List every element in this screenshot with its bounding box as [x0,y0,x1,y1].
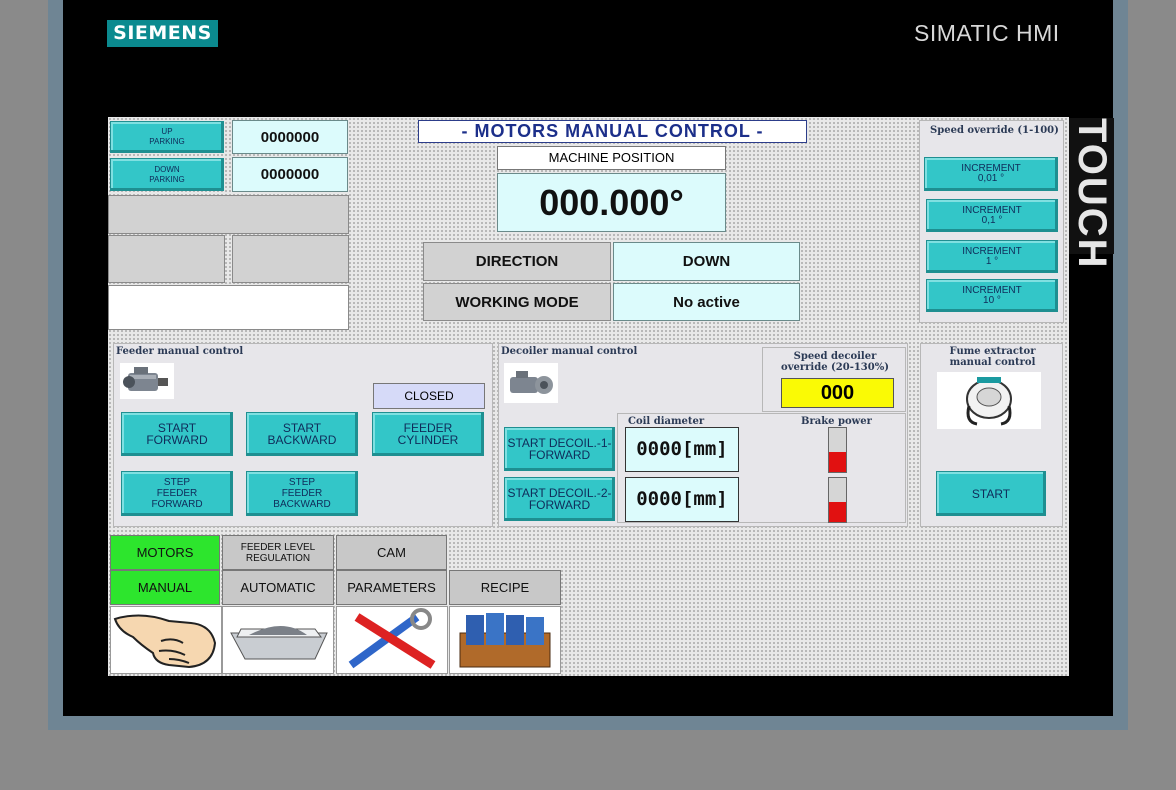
direction-label: DIRECTION [423,242,611,281]
cylinder-status: CLOSED [373,383,485,409]
nav-recipe[interactable]: RECIPE [449,570,561,605]
empty-field [232,235,349,283]
nav-feeder-level[interactable]: FEEDER LEVEL REGULATION [222,535,334,570]
fume-start-button[interactable]: START [936,471,1046,516]
coil-diameter-label: Coil diameter [628,416,705,427]
nav-automatic[interactable]: AUTOMATIC [222,570,334,605]
coil-1-diameter: 0000[mm] [625,427,739,472]
machine-position-value: 000.000° [497,173,726,232]
increment-1-button[interactable]: INCREMENT 1 ° [926,240,1058,273]
increment-10-button[interactable]: INCREMENT 10 ° [926,279,1058,312]
tray-icon[interactable] [222,606,334,674]
step-forward-button[interactable]: STEP FEEDER FORWARD [121,471,233,516]
speed-decoiler-title: Speed decoiler override (20-130%) [781,351,889,373]
brake-power-label: Brake power [801,416,872,427]
motor-icon [120,363,174,399]
increment-001-button[interactable]: INCREMENT 0,01 ° [924,157,1058,191]
start-decoil-1-button[interactable]: START DECOIL.-1- FORWARD [504,427,615,471]
touch-label: TOUCH [1068,118,1114,270]
page-title: - MOTORS MANUAL CONTROL - [418,120,807,143]
direction-value: DOWN [613,242,800,281]
machine-position-label: MACHINE POSITION [497,146,726,170]
fume-title: Fume extractor manual control [949,346,1036,368]
brake-2-bar [828,477,847,523]
coil-2-diameter: 0000[mm] [625,477,739,522]
hand-icon[interactable] [110,606,222,674]
empty-field [108,195,349,234]
decoiler-motor-icon [504,363,558,403]
siemens-logo: SIEMENS [107,20,218,47]
up-parking-value: 0000000 [232,120,348,154]
start-forward-button[interactable]: START FORWARD [121,412,233,456]
nav-parameters[interactable]: PARAMETERS [336,570,447,605]
working-mode-label: WORKING MODE [423,283,611,321]
speed-override-title: Speed override (1-100) [930,125,1059,136]
brake-1-bar [828,427,847,473]
brake-2-fill [829,502,846,522]
feeder-cylinder-button[interactable]: FEEDER CYLINDER [372,412,484,456]
tools-icon[interactable] [336,606,448,674]
message-field [108,285,349,330]
working-mode-value: No active [613,283,800,321]
up-parking-button[interactable]: UP PARKING [110,121,224,153]
nav-manual[interactable]: MANUAL [110,570,220,605]
brake-1-fill [829,452,846,472]
nav-cam[interactable]: CAM [336,535,447,570]
speed-decoiler-value[interactable]: 000 [781,378,894,408]
down-parking-value: 0000000 [232,157,348,192]
step-backward-button[interactable]: STEP FEEDER BACKWARD [246,471,358,516]
down-parking-button[interactable]: DOWN PARKING [110,158,224,191]
feeder-title: Feeder manual control [116,346,244,357]
fume-extractor-icon [937,372,1041,429]
increment-01-button[interactable]: INCREMENT 0,1 ° [926,199,1058,232]
hmi-screen: UP PARKING 0000000 DOWN PARKING 0000000 … [108,117,1069,676]
product-name: SIMATIC HMI [914,20,1060,46]
start-decoil-2-button[interactable]: START DECOIL.-2- FORWARD [504,477,615,521]
nav-motors[interactable]: MOTORS [110,535,220,570]
start-backward-button[interactable]: START BACKWARD [246,412,358,456]
recipe-books-icon[interactable] [449,606,561,674]
empty-field [108,235,225,283]
decoiler-title: Decoiler manual control [501,346,638,357]
